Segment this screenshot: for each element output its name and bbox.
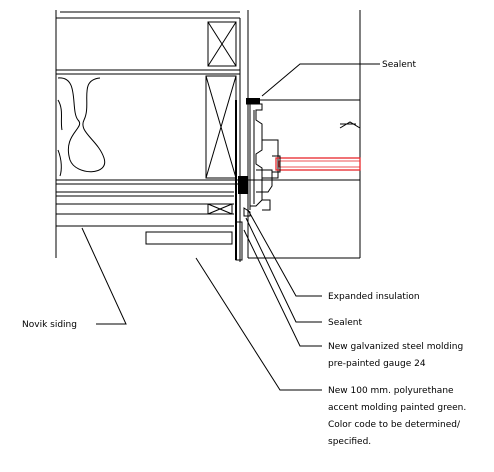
label-expanded-insulation: Expanded insulation bbox=[328, 292, 420, 302]
label-novik-siding: Novik siding bbox=[22, 320, 77, 330]
siding-layers bbox=[55, 191, 234, 245]
leader-lines bbox=[81, 63, 380, 391]
framing-members bbox=[56, 21, 240, 185]
batt-insulation bbox=[57, 77, 106, 177]
label-accent-line2: accent molding painted green. bbox=[328, 403, 466, 413]
label-sealent-top: Sealent bbox=[382, 60, 417, 70]
label-accent-line3: Color code to be determined/ bbox=[328, 420, 461, 430]
label-accent-line1: New 100 mm. polyurethane bbox=[328, 386, 454, 396]
window-frame bbox=[238, 98, 279, 217]
glass-unit bbox=[272, 155, 361, 173]
label-accent-line4: specified. bbox=[328, 437, 371, 447]
annotations: Sealent Expanded insulation Sealent New … bbox=[22, 60, 466, 447]
label-sealent-bottom: Sealent bbox=[328, 318, 363, 328]
label-molding-line1: New galvanized steel molding bbox=[328, 342, 463, 352]
label-molding-line2: pre-painted gauge 24 bbox=[328, 359, 426, 369]
